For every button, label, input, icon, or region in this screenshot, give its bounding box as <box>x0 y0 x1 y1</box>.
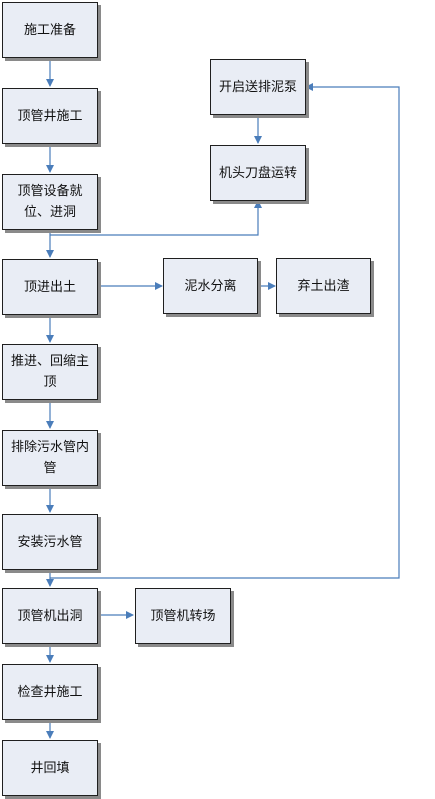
node-install: 安装污水管 <box>2 514 98 570</box>
node-transfer-label: 顶管机转场 <box>150 608 216 624</box>
node-push: 推进、回缩主顶 <box>2 344 98 400</box>
node-discard-label: 弃土出渣 <box>297 278 350 294</box>
node-cutter-label: 机头刀盘运转 <box>218 165 297 181</box>
node-drain-label: 排除污水管内管 <box>10 440 89 476</box>
node-backfill-label: 井回填 <box>30 760 70 776</box>
node-advance: 顶进出土 <box>2 259 98 315</box>
node-discard: 弃土出渣 <box>276 258 371 314</box>
node-transfer: 顶管机转场 <box>135 588 231 644</box>
node-pump: 开启送排泥泵 <box>210 59 306 115</box>
node-separate-label: 泥水分离 <box>184 278 237 294</box>
node-equip: 顶管设备就位、进洞 <box>2 174 98 230</box>
node-drain: 排除污水管内管 <box>2 430 98 486</box>
node-inspect-label: 检查井施工 <box>17 684 83 700</box>
node-exit: 顶管机出洞 <box>2 588 98 644</box>
node-equip-label: 顶管设备就位、进洞 <box>17 184 83 220</box>
arrow-loop-to-pump <box>50 83 400 579</box>
node-jackpit-label: 顶管井施工 <box>17 108 83 124</box>
node-pump-label: 开启送排泥泵 <box>218 79 297 95</box>
node-separate: 泥水分离 <box>163 258 258 314</box>
node-jackpit: 顶管井施工 <box>2 88 98 144</box>
arrow-branch-to-cutter <box>50 200 262 236</box>
node-advance-label: 顶进出土 <box>23 279 76 295</box>
node-push-label: 推进、回缩主顶 <box>10 354 89 390</box>
node-cutter: 机头刀盘运转 <box>210 145 306 201</box>
node-prep: 施工准备 <box>2 2 98 58</box>
node-backfill: 井回填 <box>2 740 98 796</box>
node-inspect: 检查井施工 <box>2 664 98 720</box>
node-exit-label: 顶管机出洞 <box>17 608 83 624</box>
node-prep-label: 施工准备 <box>23 22 76 38</box>
node-install-label: 安装污水管 <box>17 534 83 550</box>
